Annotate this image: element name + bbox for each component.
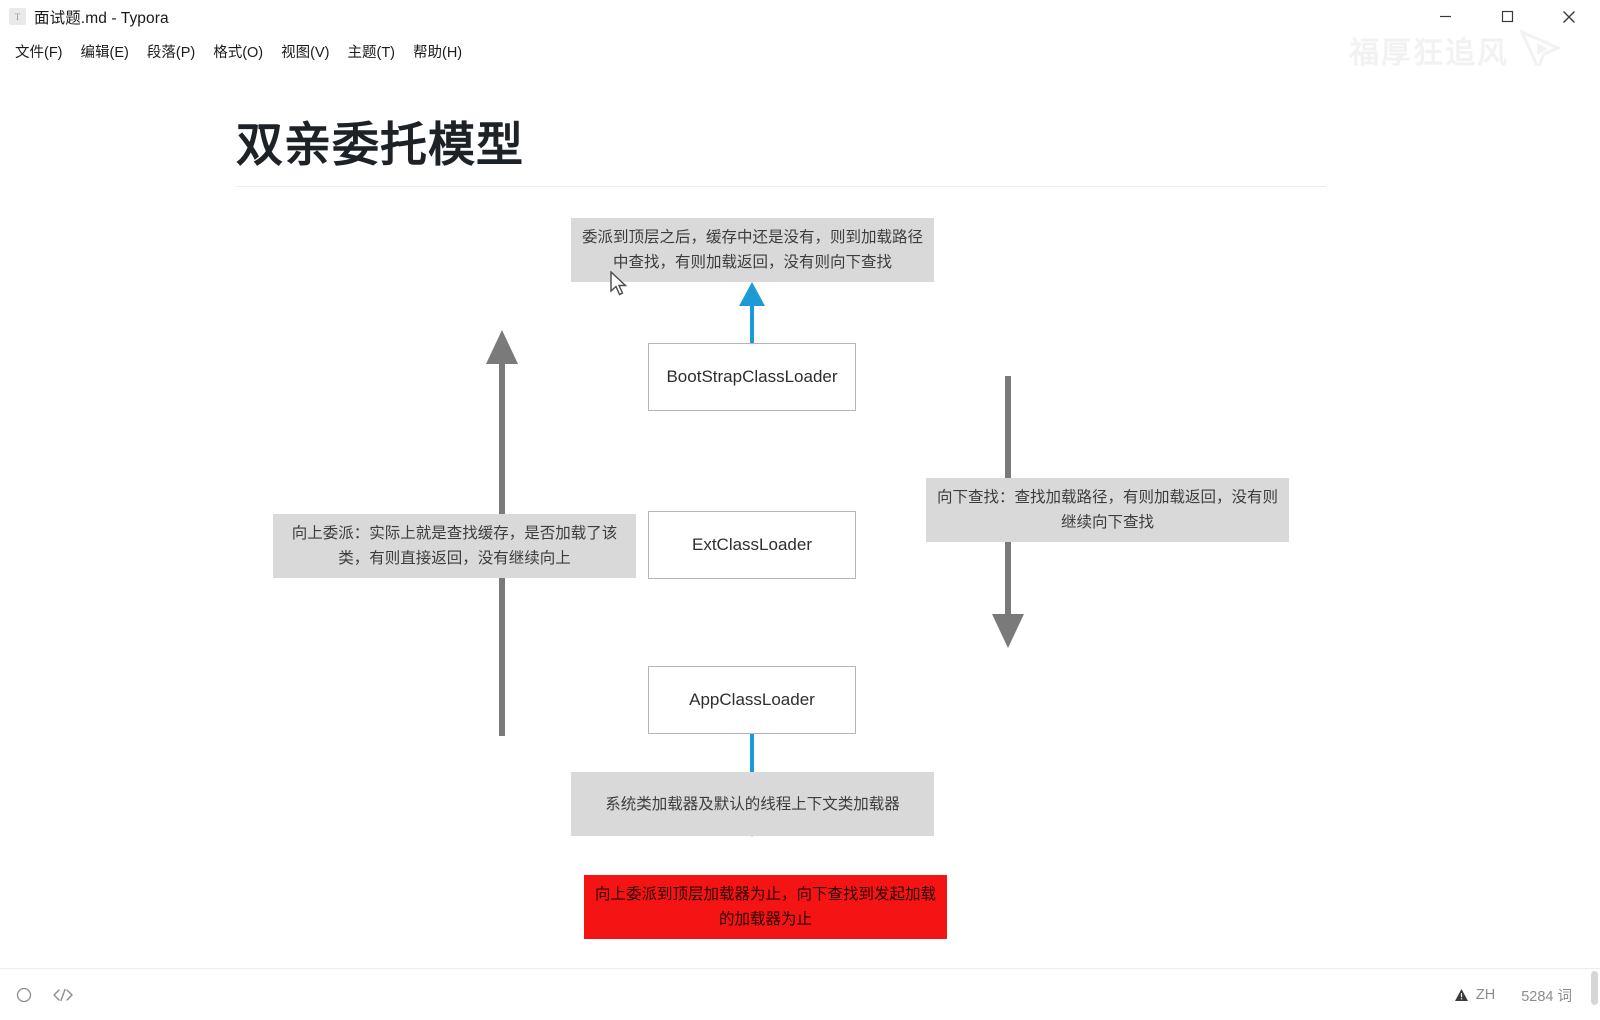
window-controls: [1414, 0, 1600, 33]
menu-item-paragraph[interactable]: 段落(P): [146, 44, 196, 61]
menu-item-theme[interactable]: 主题(T): [347, 44, 395, 61]
scrollbar-track[interactable]: [1589, 969, 1600, 1020]
menu-bar: 文件(F) 编辑(E) 段落(P) 格式(O) 视图(V) 主题(T) 帮助(H…: [0, 36, 1600, 66]
maximize-icon: [1501, 10, 1514, 23]
language-label: ZH: [1475, 987, 1496, 1003]
note-bottom: 系统类加载器及默认的线程上下文类加载器: [571, 772, 934, 836]
loader-box-ext: ExtClassLoader: [648, 511, 856, 579]
page-title: 双亲委托模型: [236, 118, 524, 171]
status-bar: ZH 5284 词: [0, 968, 1600, 1020]
minimize-icon: [1439, 10, 1452, 23]
minimize-button[interactable]: [1414, 0, 1476, 33]
editor-area[interactable]: 双亲委托模型: [0, 66, 1600, 968]
app-icon: T: [9, 8, 26, 25]
maximize-button[interactable]: [1476, 0, 1538, 33]
menu-item-view[interactable]: 视图(V): [281, 44, 330, 61]
warning-triangle-icon: [1454, 988, 1469, 1002]
conclusion-box: 向上委派到顶层加载器为止，向下查找到发起加载的加载器为止: [584, 875, 947, 939]
note-top: 委派到顶层之后，缓存中还是没有，则到加载路径中查找，有则加载返回，没有则向下查找: [571, 218, 934, 282]
outline-circle-icon[interactable]: [16, 987, 32, 1003]
title-bar: T 面试题.md - Typora: [0, 0, 1600, 33]
close-icon: [1562, 10, 1576, 24]
note-left-upward: 向上委派：实际上就是查找缓存，是否加载了该类，有则直接返回，没有继续向上: [273, 514, 636, 578]
close-button[interactable]: [1538, 0, 1600, 33]
loader-box-bootstrap: BootStrapClassLoader: [648, 343, 856, 411]
word-count: 5284 词: [1521, 988, 1572, 1005]
language-indicator[interactable]: ZH: [1454, 987, 1495, 1003]
status-bar-left: [8, 969, 74, 1020]
scrollbar-thumb[interactable]: [1591, 971, 1598, 1005]
note-right-downward: 向下查找：查找加载路径，有则加载返回，没有则继续向下查找: [926, 478, 1289, 542]
status-bar-right: ZH 5284 词: [1454, 969, 1572, 1020]
window-title: 面试题.md - Typora: [34, 10, 169, 27]
parent-delegation-diagram: 委派到顶层之后，缓存中还是没有，则到加载路径中查找，有则加载返回，没有则向下查找…: [0, 66, 1600, 968]
menu-item-file[interactable]: 文件(F): [15, 44, 63, 61]
menu-item-edit[interactable]: 编辑(E): [80, 44, 129, 61]
menu-item-format[interactable]: 格式(O): [213, 44, 264, 61]
loader-box-app: AppClassLoader: [648, 666, 856, 734]
source-code-icon[interactable]: [52, 987, 74, 1003]
menu-item-help[interactable]: 帮助(H): [413, 44, 463, 61]
heading-divider: [236, 186, 1326, 187]
